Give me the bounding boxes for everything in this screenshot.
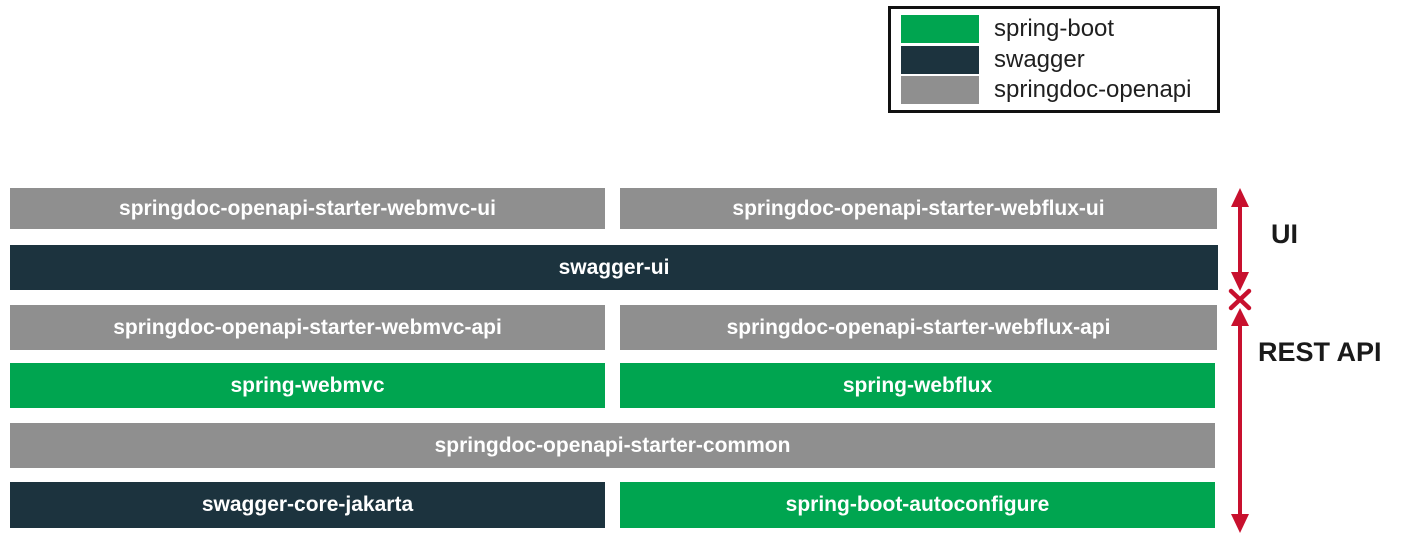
x-junction-mark: [1228, 288, 1252, 311]
box-springdoc-openapi-starter-webmvc-api: springdoc-openapi-starter-webmvc-api: [10, 305, 605, 350]
box-swagger-ui: swagger-ui: [10, 245, 1218, 290]
legend-item-spring-boot: spring-boot: [901, 14, 1207, 43]
legend-label: spring-boot: [994, 14, 1115, 42]
box-swagger-core-jakarta: swagger-core-jakarta: [10, 482, 605, 528]
spring-boot-color-swatch: [901, 14, 979, 43]
box-springdoc-openapi-starter-webflux-api: springdoc-openapi-starter-webflux-api: [620, 305, 1217, 350]
rest-api-span-arrow: [1231, 308, 1249, 533]
legend: spring-boot swagger springdoc-openapi: [888, 6, 1220, 113]
ui-span-label: UI: [1271, 219, 1298, 249]
box-spring-webflux: spring-webflux: [620, 363, 1215, 408]
box-springdoc-openapi-starter-common: springdoc-openapi-starter-common: [10, 423, 1215, 468]
rest-api-span-label: REST API: [1258, 337, 1382, 367]
box-spring-webmvc: spring-webmvc: [10, 363, 605, 408]
swagger-color-swatch: [901, 45, 979, 74]
legend-label: springdoc-openapi: [994, 76, 1192, 104]
legend-label: swagger: [994, 45, 1085, 73]
box-springdoc-openapi-starter-webflux-ui: springdoc-openapi-starter-webflux-ui: [620, 188, 1217, 229]
ui-span-arrow: [1231, 188, 1249, 291]
box-spring-boot-autoconfigure: spring-boot-autoconfigure: [620, 482, 1215, 528]
legend-item-swagger: swagger: [901, 45, 1207, 74]
legend-item-springdoc-openapi: springdoc-openapi: [901, 76, 1207, 105]
springdoc-openapi-color-swatch: [901, 76, 979, 105]
box-springdoc-openapi-starter-webmvc-ui: springdoc-openapi-starter-webmvc-ui: [10, 188, 605, 229]
